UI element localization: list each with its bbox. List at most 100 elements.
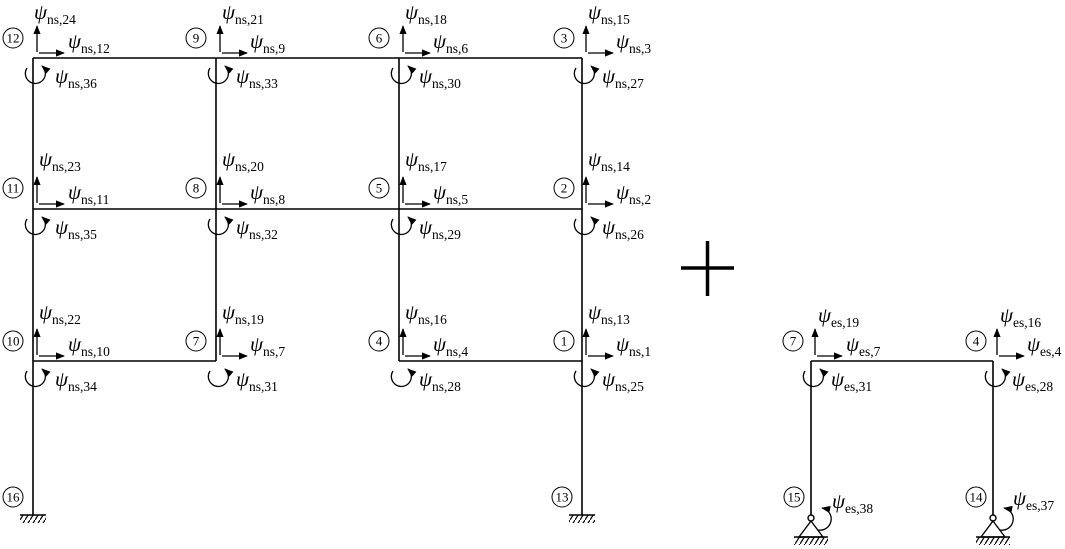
node-label-7: 7 xyxy=(185,330,207,352)
rotation-dof-arrow xyxy=(390,65,417,85)
dof-label: ψns,2 xyxy=(616,180,651,207)
dof-label: ψns,3 xyxy=(616,29,651,56)
node-label-2: 2 xyxy=(553,177,575,199)
dof-label: ψns,12 xyxy=(68,29,110,56)
left-frame-members xyxy=(32,57,583,515)
svg-text:14: 14 xyxy=(970,490,984,505)
rotation-dof-arrow xyxy=(573,216,600,236)
dof-label: ψns,19 xyxy=(222,300,264,327)
dof-label: ψns,13 xyxy=(588,300,630,327)
dof-label: ψns,1 xyxy=(616,332,651,359)
left-dof-labels: ψns,24 ψns,12 ψns,36 ψns,21 ψns,9 ψns,33… xyxy=(34,0,651,394)
dof-label: ψns,26 xyxy=(602,215,644,242)
svg-text:16: 16 xyxy=(7,490,21,505)
node-label-13: 13 xyxy=(551,486,573,508)
rotation-dof-arrow xyxy=(984,368,1011,388)
svg-text:8: 8 xyxy=(193,181,200,196)
dof-label: ψns,9 xyxy=(250,29,285,56)
svg-text:6: 6 xyxy=(376,31,383,46)
right-frame-members xyxy=(810,360,994,517)
dof-label: ψes,7 xyxy=(846,332,881,359)
dof-label: ψns,17 xyxy=(405,147,447,174)
rotation-dof-arrow xyxy=(207,65,234,85)
right-dof-arrows xyxy=(802,328,1025,531)
node-label-r15: 15 xyxy=(783,486,805,508)
svg-text:15: 15 xyxy=(788,490,801,505)
svg-text:3: 3 xyxy=(561,31,568,46)
dof-label: ψns,23 xyxy=(39,147,81,174)
dof-label: ψns,8 xyxy=(250,180,285,207)
rotation-dof-arrow xyxy=(207,368,234,388)
dof-label: ψns,21 xyxy=(222,0,264,27)
pin-support-14 xyxy=(976,514,1010,545)
rotation-dof-arrow xyxy=(802,368,829,388)
dof-label: ψes,31 xyxy=(831,367,872,394)
dof-label: ψns,11 xyxy=(68,180,109,207)
right-dof-labels: ψes,19 ψes,7 ψes,31 ψes,16 ψes,4 ψes,28 … xyxy=(818,303,1062,516)
dof-label: ψns,7 xyxy=(250,332,285,359)
dof-label: ψns,18 xyxy=(405,0,447,27)
dof-label: ψns,31 xyxy=(236,367,278,394)
dof-label: ψns,28 xyxy=(419,367,461,394)
node-label-12: 12 xyxy=(2,27,24,49)
dof-label: ψes,38 xyxy=(832,489,873,516)
node-label-3: 3 xyxy=(553,27,575,49)
rotation-dof-arrow xyxy=(573,65,600,85)
svg-text:7: 7 xyxy=(790,334,797,349)
rotation-dof-arrow xyxy=(999,505,1014,531)
dof-label: ψns,5 xyxy=(433,180,468,207)
svg-text:12: 12 xyxy=(7,31,20,46)
dof-label: ψes,37 xyxy=(1013,486,1054,513)
dof-label: ψns,20 xyxy=(222,147,264,174)
dof-label: ψns,15 xyxy=(588,0,630,27)
node-label-5: 5 xyxy=(368,177,390,199)
dof-label: ψns,22 xyxy=(39,300,81,327)
dof-label: ψns,33 xyxy=(236,64,278,91)
dof-label: ψns,27 xyxy=(602,64,644,91)
dof-label: ψns,32 xyxy=(236,215,278,242)
dof-label: ψns,35 xyxy=(55,215,97,242)
rotation-dof-arrow xyxy=(207,216,234,236)
svg-text:4: 4 xyxy=(376,334,383,349)
node-label-10: 10 xyxy=(2,330,24,352)
dof-label: ψes,19 xyxy=(818,303,859,330)
dof-label: ψns,24 xyxy=(34,0,76,27)
node-label-r7: 7 xyxy=(782,330,804,352)
node-label-r14: 14 xyxy=(965,486,987,508)
svg-text:5: 5 xyxy=(376,181,383,196)
dof-label: ψes,28 xyxy=(1012,367,1053,394)
node-label-r4: 4 xyxy=(965,330,987,352)
svg-text:4: 4 xyxy=(973,334,980,349)
dof-label: ψns,14 xyxy=(588,147,630,174)
node-label-8: 8 xyxy=(185,177,207,199)
dof-label: ψes,16 xyxy=(1000,303,1041,330)
left-dof-arrows xyxy=(24,25,614,388)
node-label-9: 9 xyxy=(185,27,207,49)
svg-text:1: 1 xyxy=(561,334,568,349)
node-label-11: 11 xyxy=(2,177,24,199)
rotation-dof-arrow xyxy=(817,505,832,531)
dof-label: ψes,4 xyxy=(1027,332,1062,359)
rotation-dof-arrow xyxy=(390,368,417,388)
svg-text:2: 2 xyxy=(561,181,568,196)
dof-label: ψns,25 xyxy=(602,367,644,394)
dof-label: ψns,10 xyxy=(68,332,110,359)
rotation-dof-arrow xyxy=(573,368,600,388)
dof-label: ψns,6 xyxy=(433,29,468,56)
rotation-dof-arrow xyxy=(24,65,51,85)
pin-support-15 xyxy=(794,514,828,545)
svg-text:9: 9 xyxy=(193,31,200,46)
svg-text:7: 7 xyxy=(193,334,200,349)
svg-text:10: 10 xyxy=(7,334,20,349)
fixed-support-16 xyxy=(20,514,46,523)
svg-text:13: 13 xyxy=(556,490,569,505)
dof-label: ψns,29 xyxy=(419,215,461,242)
dof-label: ψns,34 xyxy=(55,367,97,394)
rotation-dof-arrow xyxy=(24,368,51,388)
rotation-dof-arrow xyxy=(390,216,417,236)
node-label-16: 16 xyxy=(2,486,24,508)
dof-label: ψns,16 xyxy=(405,300,447,327)
node-label-6: 6 xyxy=(368,27,390,49)
node-label-4: 4 xyxy=(368,330,390,352)
